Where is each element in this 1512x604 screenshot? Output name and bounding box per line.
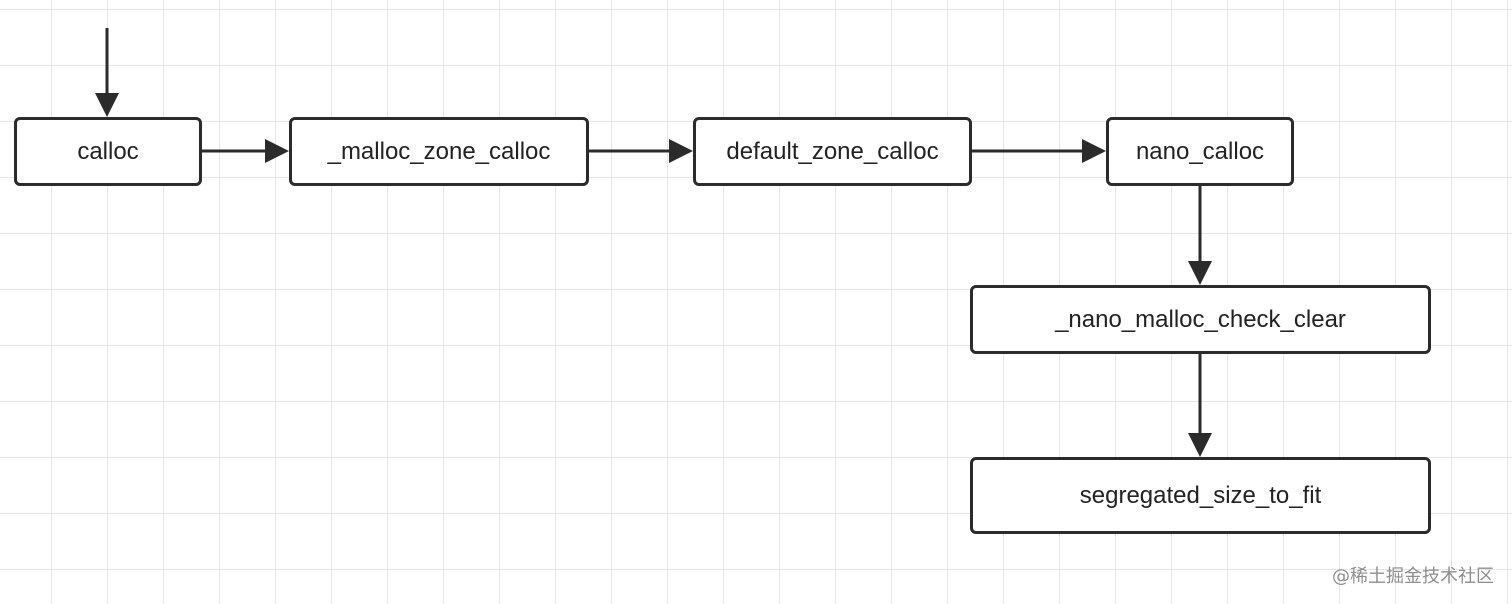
node-nano-malloc-check-clear-label: _nano_malloc_check_clear: [1055, 305, 1346, 333]
node-default-zone-calloc: default_zone_calloc: [693, 117, 972, 186]
node-malloc-zone-calloc-label: _malloc_zone_calloc: [327, 137, 551, 165]
node-calloc-label: calloc: [77, 137, 139, 165]
node-malloc-zone-calloc: _malloc_zone_calloc: [289, 117, 589, 186]
node-default-zone-calloc-label: default_zone_calloc: [726, 137, 939, 165]
node-nano-calloc-label: nano_calloc: [1135, 137, 1265, 165]
node-nano-calloc: nano_calloc: [1106, 117, 1294, 186]
node-calloc: calloc: [14, 117, 202, 186]
node-segregated-size-to-fit-label: segregated_size_to_fit: [1079, 481, 1322, 509]
node-segregated-size-to-fit: segregated_size_to_fit: [970, 457, 1431, 534]
watermark: @稀土掘金技术社区: [1332, 566, 1494, 587]
node-nano-malloc-check-clear: _nano_malloc_check_clear: [970, 285, 1431, 354]
